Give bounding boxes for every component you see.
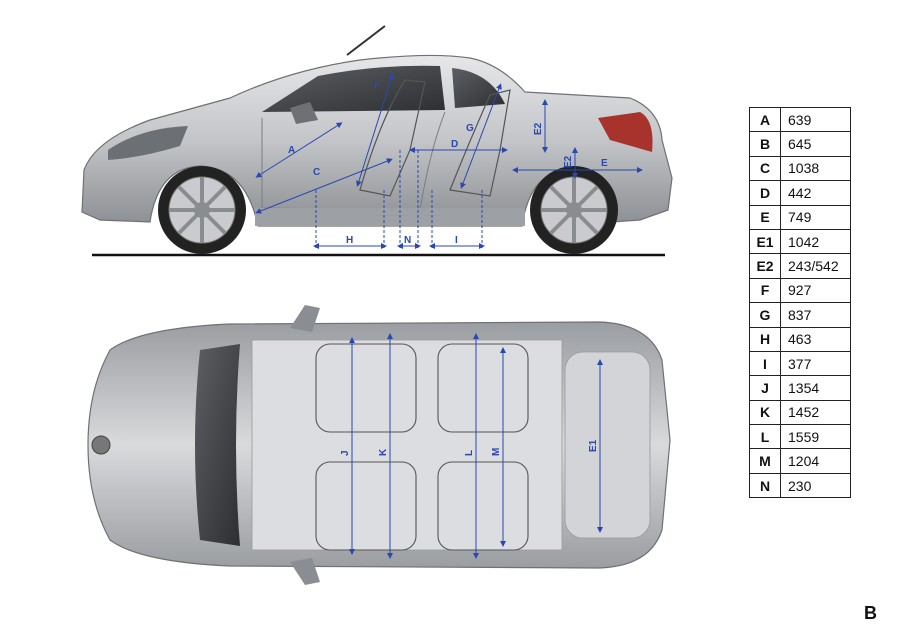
seat-rear-right [437,461,529,551]
side-dimension-lines [255,73,643,250]
dimension-key: E [749,204,781,230]
label-l: L [464,450,475,456]
label-e2-lower: E2 [563,155,574,168]
dimension-value: 1452 [780,399,851,426]
dimension-key: H [749,326,781,352]
side-window-front [262,65,445,112]
antenna [346,25,386,56]
dimension-value: 639 [780,106,851,133]
dimension-value: 463 [780,326,851,352]
dimension-key: L [749,424,781,450]
dimension-value: 837 [780,302,851,328]
page-letter: B [864,603,877,623]
dimension-value: 927 [780,277,851,304]
headlight [108,126,188,160]
label-c: C [313,167,320,178]
label-n: N [404,235,411,246]
label-f: F [374,80,380,91]
dimension-key: I [749,350,781,377]
dimension-key: F [749,277,781,304]
top-dimension-lines [349,333,603,559]
car-top-view: J K L M E1 [87,305,671,585]
dimension-value: 1354 [780,375,851,401]
dimension-value: 1559 [780,424,851,450]
dimension-key: B [749,131,781,157]
dimension-value: 1204 [780,448,851,474]
label-k: K [378,448,389,456]
dimension-value: 1038 [780,155,851,182]
dimension-key: E2 [749,253,781,279]
label-a: A [288,145,295,156]
rear-wheel [530,166,618,254]
dimension-key: A [749,106,781,133]
dimension-key: C [749,155,781,182]
top-mirror-right [290,558,320,585]
dimension-value: 645 [780,131,851,157]
label-e1: E1 [588,439,599,452]
dim-line-f [356,73,394,187]
windshield [195,344,240,546]
cabin-floor [251,339,563,551]
brand-badge [91,435,111,455]
dimension-key: N [749,472,781,499]
car-side-view: A C F G D E E2 E2 H N I [81,25,673,257]
dimension-value: 749 [780,204,851,230]
top-dimension-labels: J K L M E1 [340,439,599,456]
seat-rear-left [437,343,529,433]
side-mirror [290,102,318,124]
dimension-key: G [749,302,781,328]
top-mirror-left [290,305,320,332]
dimension-key: J [749,375,781,401]
seat-front-right [315,461,417,551]
side-skirt [255,208,525,226]
front-wheel [158,166,246,254]
dimension-value: 377 [780,350,851,377]
label-d: D [451,139,458,150]
dimension-value: 1042 [780,228,851,255]
seat-front-left [315,343,417,433]
label-e2-upper: E2 [533,122,544,135]
dimension-value: 243/542 [780,253,851,279]
taillight [598,112,653,152]
label-m: M [491,448,502,456]
label-h: H [346,235,353,246]
dimension-value: 230 [780,472,851,499]
label-e: E [601,158,608,169]
label-i: I [455,235,458,246]
dimension-value: 442 [780,180,851,206]
rear-deck [564,351,651,539]
dimension-key: K [749,399,781,426]
dim-line-g [460,83,502,189]
dimension-key: D [749,180,781,206]
top-seats [315,343,529,551]
side-dimension-labels: A C F G D E E2 E2 H N I [288,80,608,246]
label-j: J [340,450,351,456]
label-g: G [466,123,474,134]
dimension-key: M [749,448,781,474]
dimension-key: E1 [749,228,781,255]
